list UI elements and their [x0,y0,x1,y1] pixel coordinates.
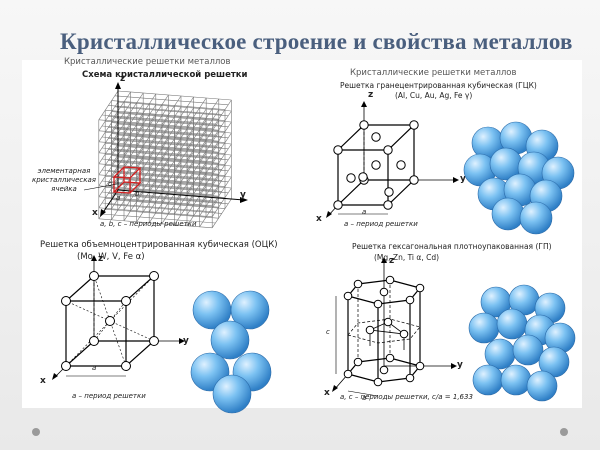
hcp-axis-y: y [457,360,463,370]
fcc-atom [371,160,381,170]
lattice-diagram [83,82,248,229]
bcc-sphere [230,290,270,330]
slide-title: Кристаллическое строение и свойства мета… [60,29,573,54]
bcc-atom [149,336,159,346]
fcc-atom [409,175,419,185]
bottom-right-elements: (Mg, Zn, Ti α, Cd) [374,253,440,262]
hcp-atom [343,369,353,379]
bottom-right-header: Решетка гексагональная плотноупакованная… [352,242,552,251]
hcp-sphere [472,364,504,396]
lattice-axis-x: x [92,208,98,218]
bcc-atom [121,296,131,306]
hcp-spheres [468,284,576,402]
hcp-sphere [500,364,532,396]
hcp-atom [373,299,383,309]
fcc-atom [383,200,393,210]
bcc-axis-y: y [183,336,189,346]
hcp-axis-z: z [389,256,395,266]
fcc-axis-z: z [368,90,374,100]
bottom-left-header: Решетка объемноцентрированная кубическая… [40,240,278,250]
hcp-atom [383,317,393,327]
bottom-right-caption: a, c – периоды решетки, c/a = 1,633 [340,393,473,401]
hcp-atom [385,275,395,285]
top-right-caption: a – период решетки [344,220,418,228]
fcc-sphere [491,197,525,231]
hcp-atom [415,361,425,371]
fcc-atom [359,120,369,130]
top-left-subheader: Схема кристаллической решетки [82,70,248,80]
hcp-axis-x: x [324,388,330,398]
fcc-atom [383,145,393,155]
hcp-atom [399,329,409,339]
hcp-atom [353,279,363,289]
bcc-atom [121,361,131,371]
hcp-sphere [468,312,500,344]
hcp-sphere [496,308,528,340]
unit-cell-label: элементарная кристаллическая ячейка [32,167,96,193]
top-left-header: Кристаллические решетки металлов [64,57,231,67]
bcc-axis-z: z [98,254,104,264]
hcp-atom [415,283,425,293]
hcp-atom [353,357,363,367]
fcc-atom [333,200,343,210]
fcc-atom [371,132,381,142]
hcp-atom [373,377,383,387]
lattice-axis-z: z [120,74,126,84]
fcc-edge-a: a [362,208,367,216]
bcc-atom [89,336,99,346]
fcc-atom [409,120,419,130]
fcc-atom [384,187,394,197]
fcc-atom [358,172,368,182]
hcp-edge-c: c [326,328,330,336]
bottom-left-caption: a – период решетки [72,392,146,400]
fcc-sphere [519,201,553,235]
top-right-header: Кристаллические решетки металлов [350,68,517,78]
bcc-atom [105,316,115,326]
hcp-sphere [484,338,516,370]
bcc-spheres [190,290,272,414]
lattice-edge-b: b [135,190,140,198]
bcc-axis-x: x [40,376,46,386]
bottom-left-elements: (Mo, W, V, Fe α) [77,252,145,262]
bcc-edge-a: a [92,364,97,372]
fcc-cube [326,101,459,218]
fcc-atom [396,160,406,170]
top-right-subheader: Решетка гранецентрированная кубическая (… [340,81,537,90]
bcc-atom [61,361,71,371]
top-right-elements: (Al, Cu, Au, Ag, Fe γ) [395,91,473,100]
bcc-sphere [212,374,252,414]
top-left-caption: a, b, c – периоды решетки [100,220,197,228]
footer-dot-left [32,428,40,436]
figure-sheet: Кристаллические решетки металлов Схема к… [22,57,582,414]
lattice-edge-c: c [108,180,112,188]
slide-footer-dots [32,428,568,438]
bcc-cube [52,255,185,380]
hcp-atom [379,287,389,297]
bcc-atom [149,271,159,281]
hcp-atom [343,291,353,301]
footer-dot-right [560,428,568,436]
bcc-sphere [210,320,250,360]
hcp-sphere [512,334,544,366]
hcp-atom [405,373,415,383]
hcp-atom [365,325,375,335]
lattice-edge-a: a [116,194,121,202]
bcc-atom [61,296,71,306]
fcc-axis-y: y [460,174,466,184]
hcp-prism [332,257,457,397]
hcp-atom [385,353,395,363]
bcc-atom [89,271,99,281]
fcc-atom [333,145,343,155]
hcp-edge-a: a [362,394,367,402]
hcp-atom [405,295,415,305]
hcp-atom [379,365,389,375]
fcc-spheres [463,121,575,235]
hcp-sphere [526,370,558,402]
fcc-axis-x: x [316,214,322,224]
fcc-atom [346,173,356,183]
lattice-axis-y: y [240,190,246,200]
